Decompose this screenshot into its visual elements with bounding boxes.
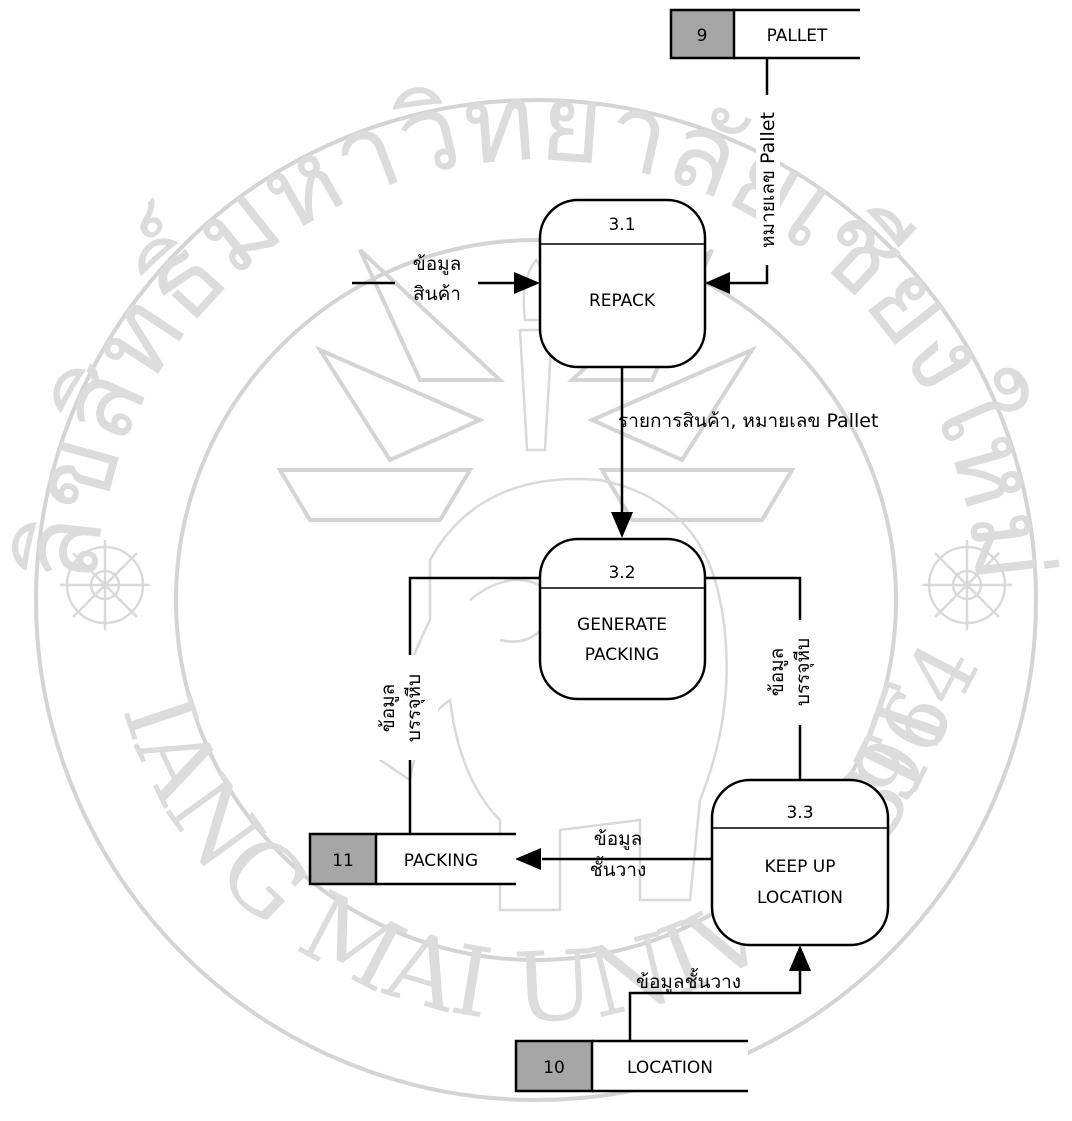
seal-flower-left	[60, 540, 150, 630]
flow-label-shelf-1: ข้อมูล	[594, 828, 643, 850]
process-name: REPACK	[589, 291, 656, 311]
process-id: 3.3	[786, 803, 813, 823]
label-bg	[756, 95, 780, 265]
arrow-into-generate	[611, 512, 633, 538]
arrow-into-packing-right	[515, 848, 541, 870]
store-id-cell	[514, 1039, 594, 1093]
process-3-3: 3.3 KEEP UP LOCATION	[710, 778, 890, 947]
seal-elephant	[378, 477, 728, 912]
seal-ray-right-2	[587, 345, 758, 463]
process-id: 3.1	[608, 215, 635, 235]
label-bg	[756, 620, 828, 725]
process-3-2: 3.2 GENERATE PACKING	[538, 537, 707, 701]
process-box	[538, 537, 707, 701]
arrow-into-repack-right	[705, 272, 730, 294]
flow-label-items-pallet: รายการสินค้า, หมายเลข Pallet	[618, 410, 878, 432]
arrow-into-keepup-bottom	[789, 945, 811, 971]
flow-label-shelf-2: ชั้นวาง	[590, 856, 647, 881]
seal-top-text: ลิขสิทธิ์มหาวิทยาลัยเชียงใหม่	[0, 60, 1072, 588]
store-name: PACKING	[404, 851, 478, 871]
flow-label-pack-left-2: บรรจุหีบ	[403, 674, 426, 742]
store-edges	[734, 8, 860, 60]
seal-ray-left	[358, 248, 506, 382]
arrow-into-repack-left	[514, 272, 540, 294]
store-packing: 11 PACKING	[308, 832, 516, 886]
store-id: 11	[332, 851, 354, 871]
store-id-cell	[669, 8, 736, 60]
store-id: 9	[697, 26, 708, 46]
process-id: 3.2	[608, 563, 635, 583]
store-name: PALLET	[767, 26, 828, 46]
seal-ray-left-3	[276, 468, 474, 522]
flow-label-product-1: ข้อมูล	[413, 253, 462, 275]
flow-location-to-keepup	[628, 970, 802, 1040]
store-edges	[376, 832, 516, 886]
flow-label-pallet-no: หมายเลข Pallet	[757, 112, 779, 248]
store-id-cell	[308, 832, 378, 886]
flow-label-pack-right-2: บรรจุหีบ	[792, 638, 815, 706]
process-3-1: 3.1 REPACK	[538, 198, 707, 369]
seal-ray-right-3	[598, 468, 796, 522]
store-pallet: 9 PALLET	[669, 8, 860, 60]
seal-inner-ring	[174, 238, 898, 962]
process-box	[538, 198, 707, 369]
flow-label-product-2: สินค้า	[413, 283, 461, 305]
flow-label-pack-right-1: ข้อมูล	[766, 648, 788, 697]
process-box	[710, 778, 890, 947]
label-bg	[366, 655, 438, 760]
process-name-line2: LOCATION	[757, 888, 843, 908]
seal-flower-right	[922, 540, 1012, 630]
store-edges	[592, 1039, 748, 1093]
seal-ray-left-2	[314, 345, 485, 463]
process-name-line1: GENERATE	[577, 615, 667, 635]
store-name: LOCATION	[627, 1058, 713, 1078]
flow-label-shelf-bottom: ข้อมูลชั้นวาง	[636, 968, 741, 993]
flow-generate-to-keepup	[705, 576, 802, 805]
store-id: 10	[543, 1058, 565, 1078]
process-name-line1: KEEP UP	[765, 857, 836, 877]
flow-label-pack-left-1: ข้อมูล	[377, 684, 399, 733]
seal-outer-ring	[34, 98, 1038, 1102]
process-name-line2: PACKING	[585, 645, 659, 665]
store-location: 10 LOCATION	[514, 1039, 748, 1093]
